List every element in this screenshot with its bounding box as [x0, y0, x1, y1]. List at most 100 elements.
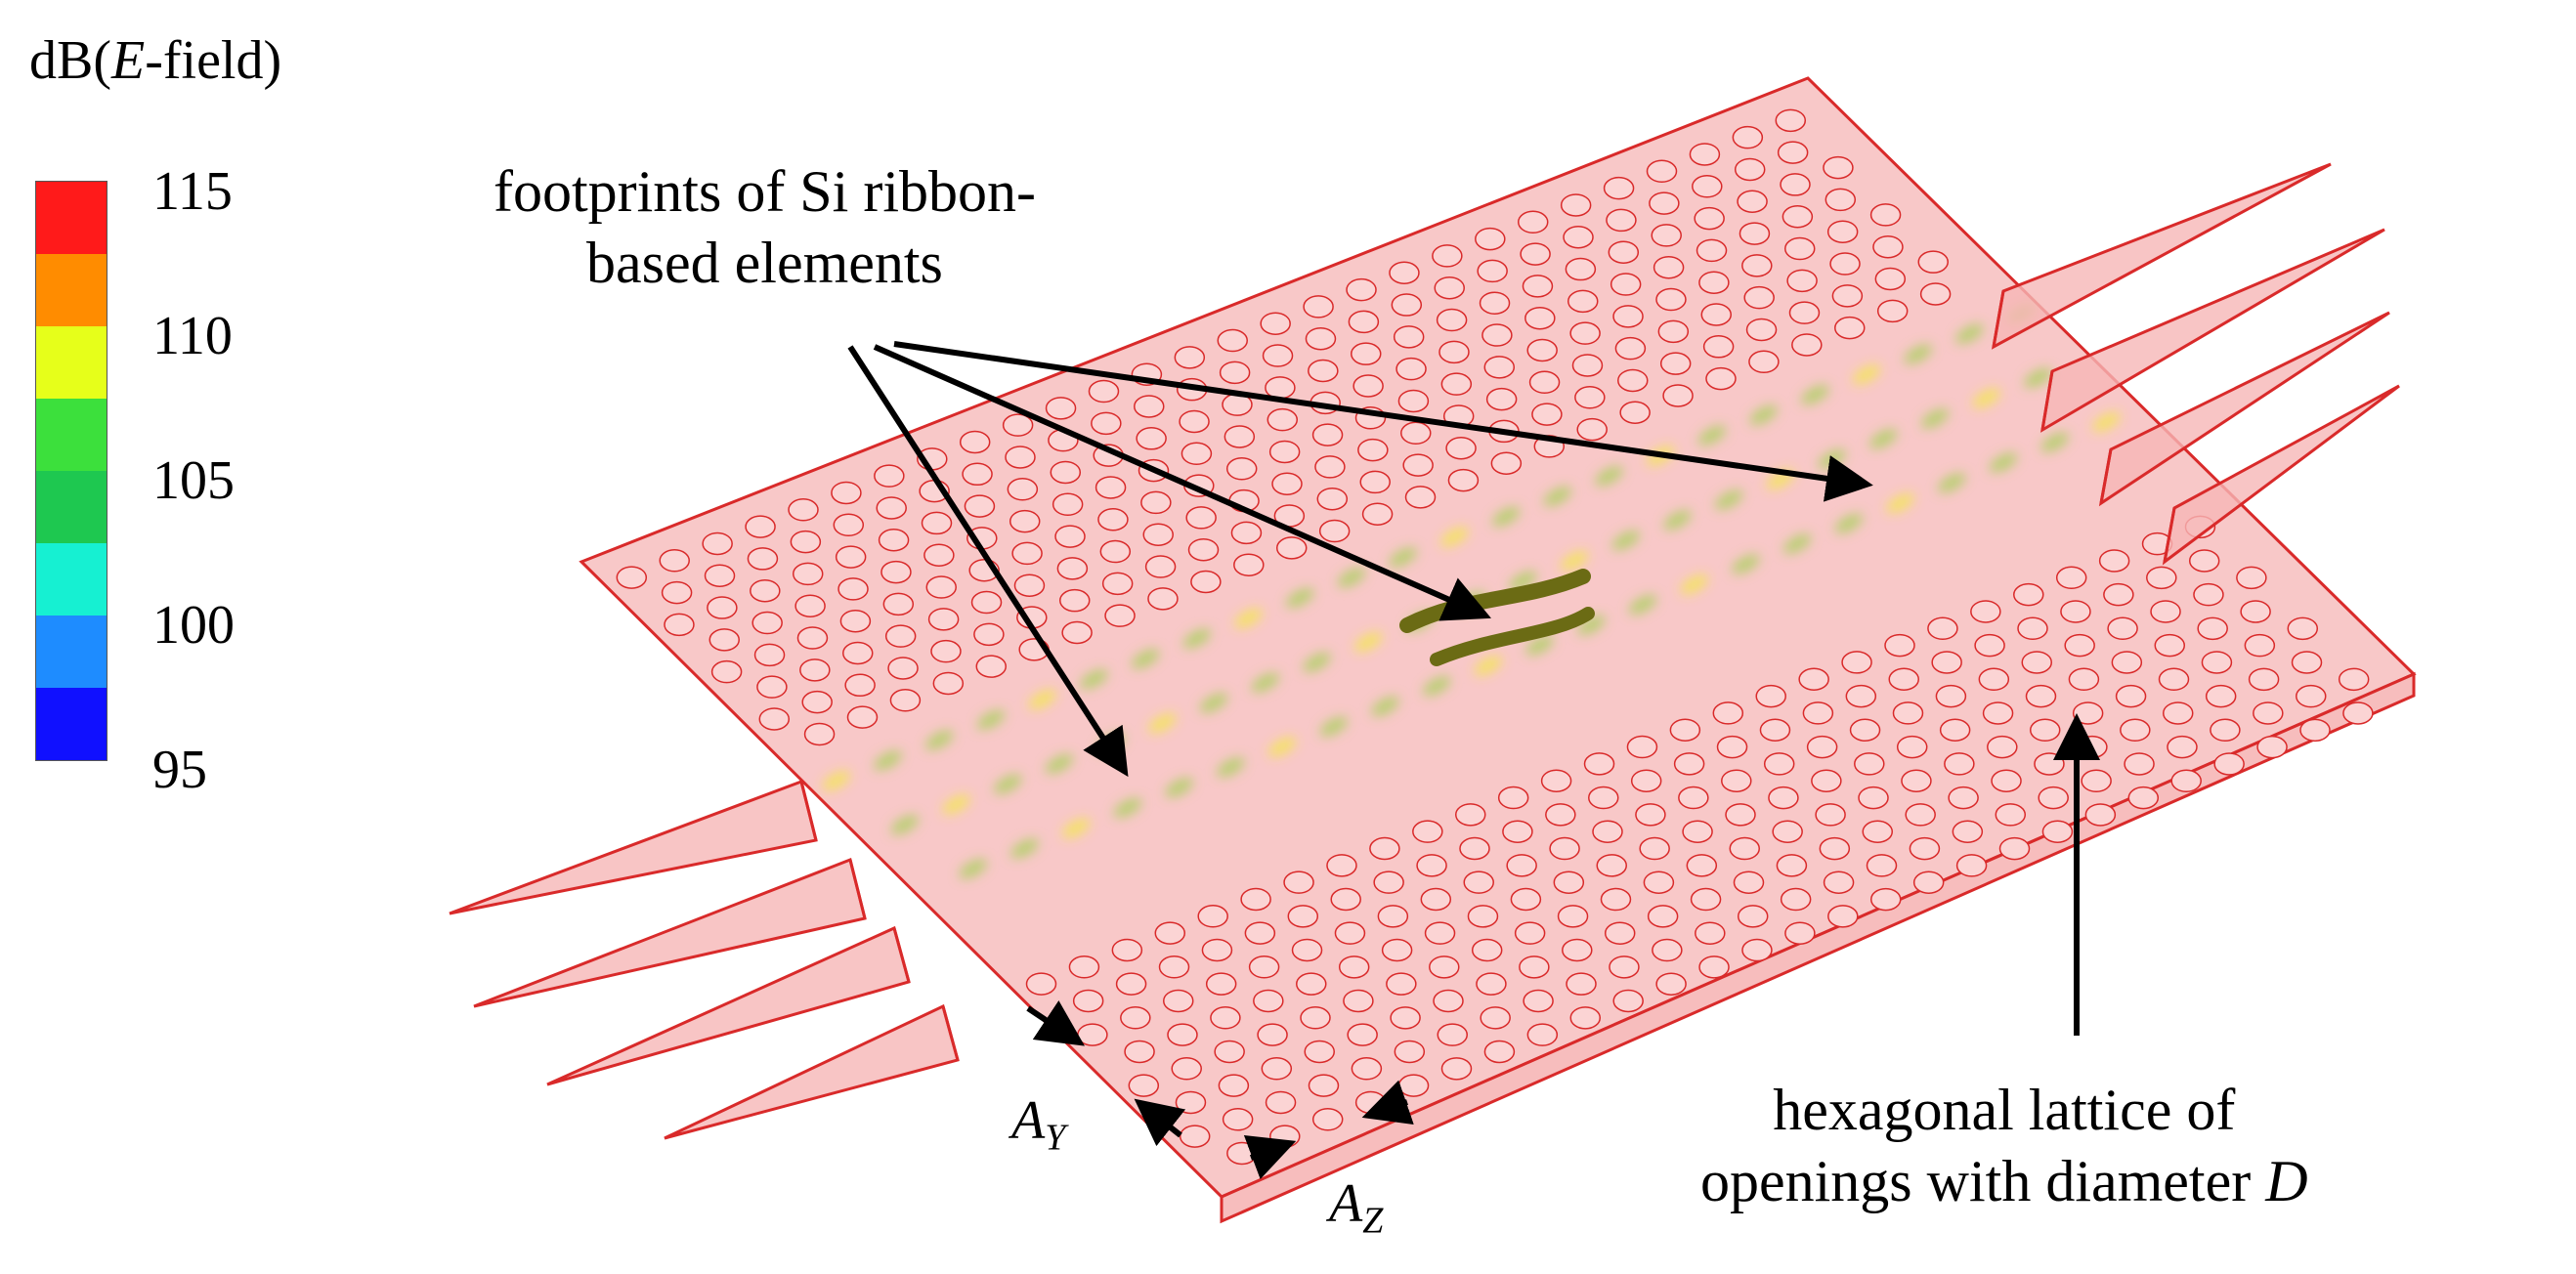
lattice-opening: [1397, 1074, 1430, 1097]
lattice-opening: [1574, 386, 1606, 409]
lattice-opening: [1111, 938, 1143, 962]
lattice-opening: [1217, 328, 1248, 353]
lattice-opening: [2124, 752, 2155, 776]
lattice-opening: [959, 430, 991, 454]
waveguide-edge: [892, 927, 911, 983]
lattice-opening: [1917, 250, 1949, 274]
lattice-opening: [1477, 259, 1508, 283]
lattice-opening: [1862, 820, 1894, 843]
field-fringe: [1904, 344, 1933, 364]
lattice-opening: [1181, 442, 1213, 466]
lattice-opening: [1424, 921, 1456, 945]
lattice-opening: [1475, 227, 1506, 251]
lattice-opening: [1308, 359, 1339, 383]
lattice-opening: [1510, 887, 1542, 912]
lattice-opening: [1565, 257, 1597, 281]
lattice-opening: [2055, 566, 2087, 590]
lattice-opening: [930, 639, 962, 663]
lattice-opening: [1377, 905, 1409, 928]
field-fringe: [1680, 574, 1709, 595]
lattice-opening: [1101, 572, 1134, 596]
field-fringe: [1886, 492, 1914, 514]
field-fringe: [1611, 531, 1641, 551]
lattice-opening: [1163, 989, 1194, 1013]
waveguide-edge: [2040, 370, 2054, 431]
lattice-opening: [925, 575, 957, 599]
lattice-opening: [1888, 667, 1919, 692]
lattice-opening: [1400, 421, 1432, 446]
lattice-opening: [1348, 310, 1380, 334]
lattice-opening: [1291, 938, 1323, 962]
lattice-opening: [1179, 1125, 1211, 1148]
field-fringe: [925, 730, 954, 750]
lattice-opening: [1434, 276, 1465, 300]
lattice-opening: [1608, 240, 1640, 264]
lattice-opening: [1866, 854, 1898, 877]
lattice-opening: [1314, 455, 1346, 479]
lattice-opening: [1655, 287, 1687, 312]
field-fringe: [1371, 696, 1399, 716]
lattice-opening: [1219, 361, 1251, 385]
lattice-opening: [1905, 803, 1936, 827]
lattice-opening: [1283, 871, 1314, 894]
lattice-opening: [1480, 1006, 1511, 1030]
lattice-opening: [837, 577, 869, 601]
lattice-opening: [1884, 633, 1915, 658]
lattice-opening: [887, 657, 919, 680]
lattice-opening: [2103, 582, 2134, 607]
field-fringe: [1714, 489, 1743, 510]
colorbar-band: [36, 688, 107, 760]
lattice-opening: [1140, 490, 1172, 515]
colorbar-tick-label: 110: [152, 306, 233, 366]
lattice-opening: [1009, 509, 1041, 533]
lattice-opening: [1652, 938, 1683, 962]
lattice-opening: [799, 658, 831, 682]
lattice-opening: [1791, 333, 1823, 357]
lattice-opening: [1944, 752, 1975, 776]
lattice-opening: [831, 481, 862, 505]
lattice-opening: [1566, 972, 1597, 996]
lattice-opening: [1927, 616, 1958, 641]
lattice-opening: [1522, 275, 1554, 298]
lattice-opening: [1201, 938, 1233, 962]
lattice-opening: [1657, 319, 1690, 344]
lattice-opening: [1222, 1108, 1254, 1131]
lattice-opening: [1737, 190, 1768, 214]
lattice-opening: [1455, 803, 1486, 827]
field-fringe: [874, 750, 902, 771]
lattice-opening: [889, 689, 922, 712]
lattice-opening: [1528, 370, 1561, 395]
lattice-opening: [1991, 769, 2022, 793]
lattice-opening: [1412, 820, 1443, 843]
dim-arrow: [1026, 1000, 1085, 1046]
lattice-opening: [1896, 735, 1928, 759]
tapered-waveguides-right: [1991, 162, 2400, 566]
field-fringe: [1440, 527, 1469, 547]
lattice-opening: [1834, 316, 1866, 340]
lattice-opening: [1260, 312, 1291, 335]
lattice-opening: [1142, 523, 1174, 546]
lattice-opening: [1351, 1057, 1383, 1081]
colorbar-tick-label: 95: [152, 740, 207, 800]
lattice-opening: [2072, 701, 2104, 725]
lattice-opening: [1694, 206, 1725, 231]
lattice-opening: [1612, 305, 1644, 328]
lattice-opening: [1502, 820, 1533, 843]
lattice-opening: [1759, 718, 1791, 742]
field-fringe: [1422, 676, 1451, 697]
lattice-opening: [710, 659, 743, 684]
lattice-opening: [1815, 803, 1846, 827]
lattice-opening: [1823, 155, 1854, 180]
lattice-opening: [1741, 254, 1773, 277]
lattice-opening: [1662, 384, 1694, 407]
lattice-opening: [1437, 1023, 1468, 1046]
lattice-opening: [2127, 786, 2160, 810]
lattice-opening: [1748, 350, 1780, 374]
colorbar: [35, 181, 107, 761]
lattice-opening: [1912, 871, 1945, 894]
lattice-opening: [1600, 887, 1632, 912]
lattice-opening: [1583, 752, 1615, 776]
lattice-opening: [1002, 413, 1034, 437]
lattice-opening: [1788, 301, 1821, 324]
lattice-opening: [1381, 938, 1413, 962]
